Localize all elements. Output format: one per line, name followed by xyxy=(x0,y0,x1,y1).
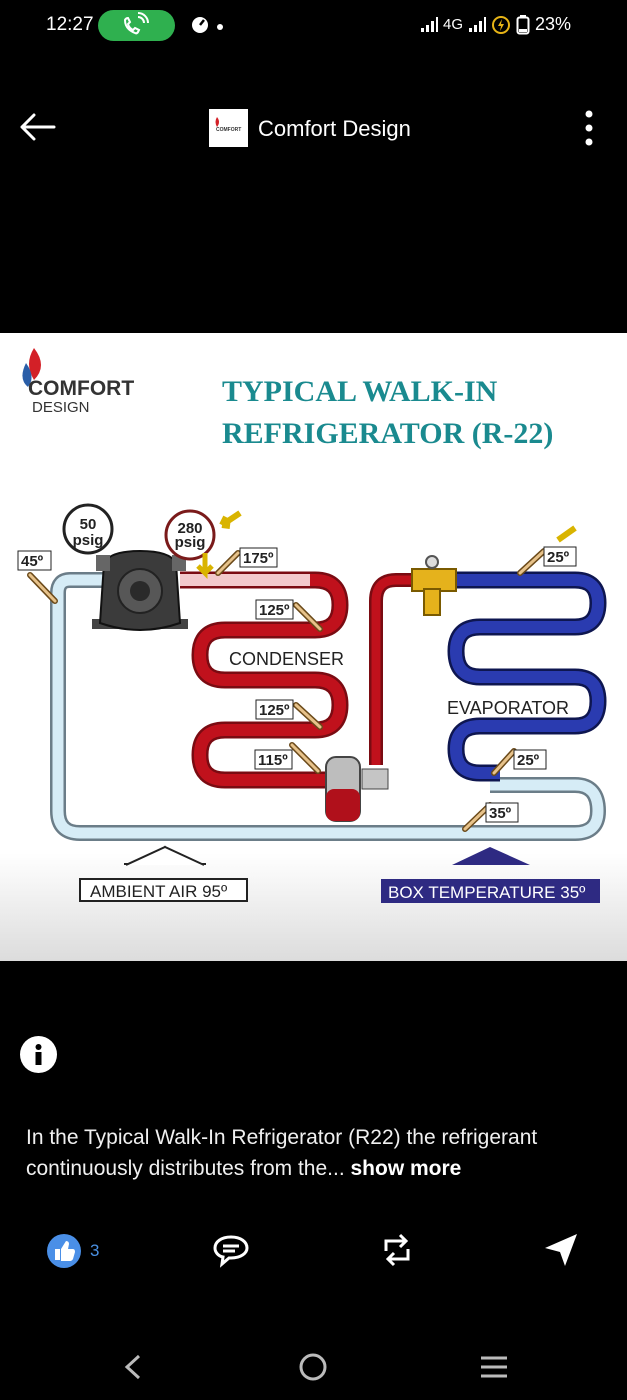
signal-icon xyxy=(421,16,438,32)
share-icon xyxy=(545,1234,577,1266)
battery-icon xyxy=(516,14,530,34)
evaporator-label: EVAPORATOR xyxy=(447,698,569,718)
info-icon xyxy=(35,1044,42,1065)
diagram-title-line2: REFRIGERATOR (R-22) xyxy=(222,417,553,450)
gauge-high-unit: psig xyxy=(175,534,206,551)
status-indicators: 4G 23% xyxy=(420,14,571,35)
channel-avatar[interactable]: COMFORT xyxy=(209,109,248,147)
nav-back-button[interactable] xyxy=(122,1353,144,1386)
back-arrow-icon xyxy=(20,113,56,141)
brand-name: COMFORT xyxy=(28,377,134,400)
suction-line xyxy=(52,574,604,839)
remix-icon xyxy=(384,1233,410,1267)
caption-text: In the Typical Walk-In Refrigerator (R22… xyxy=(26,1126,538,1180)
nav-home-button[interactable] xyxy=(298,1352,328,1387)
evaporator-coil xyxy=(430,574,604,779)
channel-title[interactable]: Comfort Design xyxy=(258,116,411,141)
nav-recents-button[interactable] xyxy=(478,1354,510,1385)
liquid-line xyxy=(371,575,420,765)
alarm-icon xyxy=(190,15,210,40)
temp-evap-in-label: 25º xyxy=(547,549,570,566)
condenser-label: CONDENSER xyxy=(229,649,344,669)
more-vertical-icon xyxy=(585,110,593,146)
ambient-air-label: AMBIENT AIR 95º xyxy=(90,882,227,901)
temp-suction-label: 45º xyxy=(21,553,44,570)
phone-call-icon xyxy=(123,12,149,35)
temp-condenser-2-label: 125º xyxy=(259,702,290,719)
temp-evap-out-label: 35º xyxy=(489,805,512,822)
expansion-valve xyxy=(411,568,457,592)
ongoing-call-indicator[interactable] xyxy=(98,10,175,41)
brand-subname: DESIGN xyxy=(32,399,90,416)
pointer-arrow-icon xyxy=(219,510,242,529)
gauge-high-value: 280 xyxy=(177,520,202,537)
temp-liquid-label: 115º xyxy=(258,752,288,769)
network-type: 4G xyxy=(443,16,464,33)
comment-icon xyxy=(213,1235,249,1268)
brand-flame-icon xyxy=(29,348,41,380)
temp-discharge-label: 175º xyxy=(243,550,274,567)
gauge-low-unit: psig xyxy=(73,532,104,549)
nav-recents-icon xyxy=(481,1356,507,1378)
condenser-coil xyxy=(180,574,346,786)
box-temp-arrow-icon xyxy=(452,847,530,865)
battery-percent: 23% xyxy=(535,14,572,34)
post-caption: In the Typical Walk-In Refrigerator (R22… xyxy=(26,1122,601,1184)
like-count: 3 xyxy=(90,1241,100,1260)
compressor xyxy=(92,549,188,631)
diagram-title-line1: TYPICAL WALK-IN xyxy=(222,375,498,408)
channel-avatar-text: COMFORT xyxy=(216,127,241,133)
low-pressure-gauge xyxy=(62,503,114,555)
high-pressure-gauge xyxy=(164,509,216,561)
info-button[interactable] xyxy=(20,1036,57,1073)
temp-condenser-1-label: 125º xyxy=(259,602,290,619)
thumbs-up-icon xyxy=(47,1234,81,1268)
comment-button[interactable] xyxy=(212,1233,250,1274)
post-image[interactable]: COMFORT DESIGN TYPICAL WALK-IN REFRIGERA… xyxy=(0,333,627,961)
more-options-button[interactable] xyxy=(578,109,600,147)
gauge-low-value: 50 xyxy=(80,516,97,533)
like-button[interactable]: 3 xyxy=(46,1233,99,1269)
refrigeration-diagram: COMFORT DESIGN TYPICAL WALK-IN REFRIGERA… xyxy=(0,348,627,961)
share-button[interactable] xyxy=(543,1232,579,1273)
nav-back-icon xyxy=(124,1354,141,1380)
show-more-link[interactable]: show more xyxy=(350,1157,462,1180)
signal-icon-2 xyxy=(469,16,487,32)
status-time: 12:27 xyxy=(46,14,94,35)
nav-home-icon xyxy=(299,1353,327,1381)
remix-button[interactable] xyxy=(380,1231,414,1274)
notification-dot xyxy=(217,24,223,30)
temp-evap-mid-label: 25º xyxy=(517,752,540,769)
battery-saver-icon xyxy=(492,15,511,34)
back-button[interactable] xyxy=(18,108,58,144)
box-temperature-label: BOX TEMPERATURE 35º xyxy=(388,883,585,902)
